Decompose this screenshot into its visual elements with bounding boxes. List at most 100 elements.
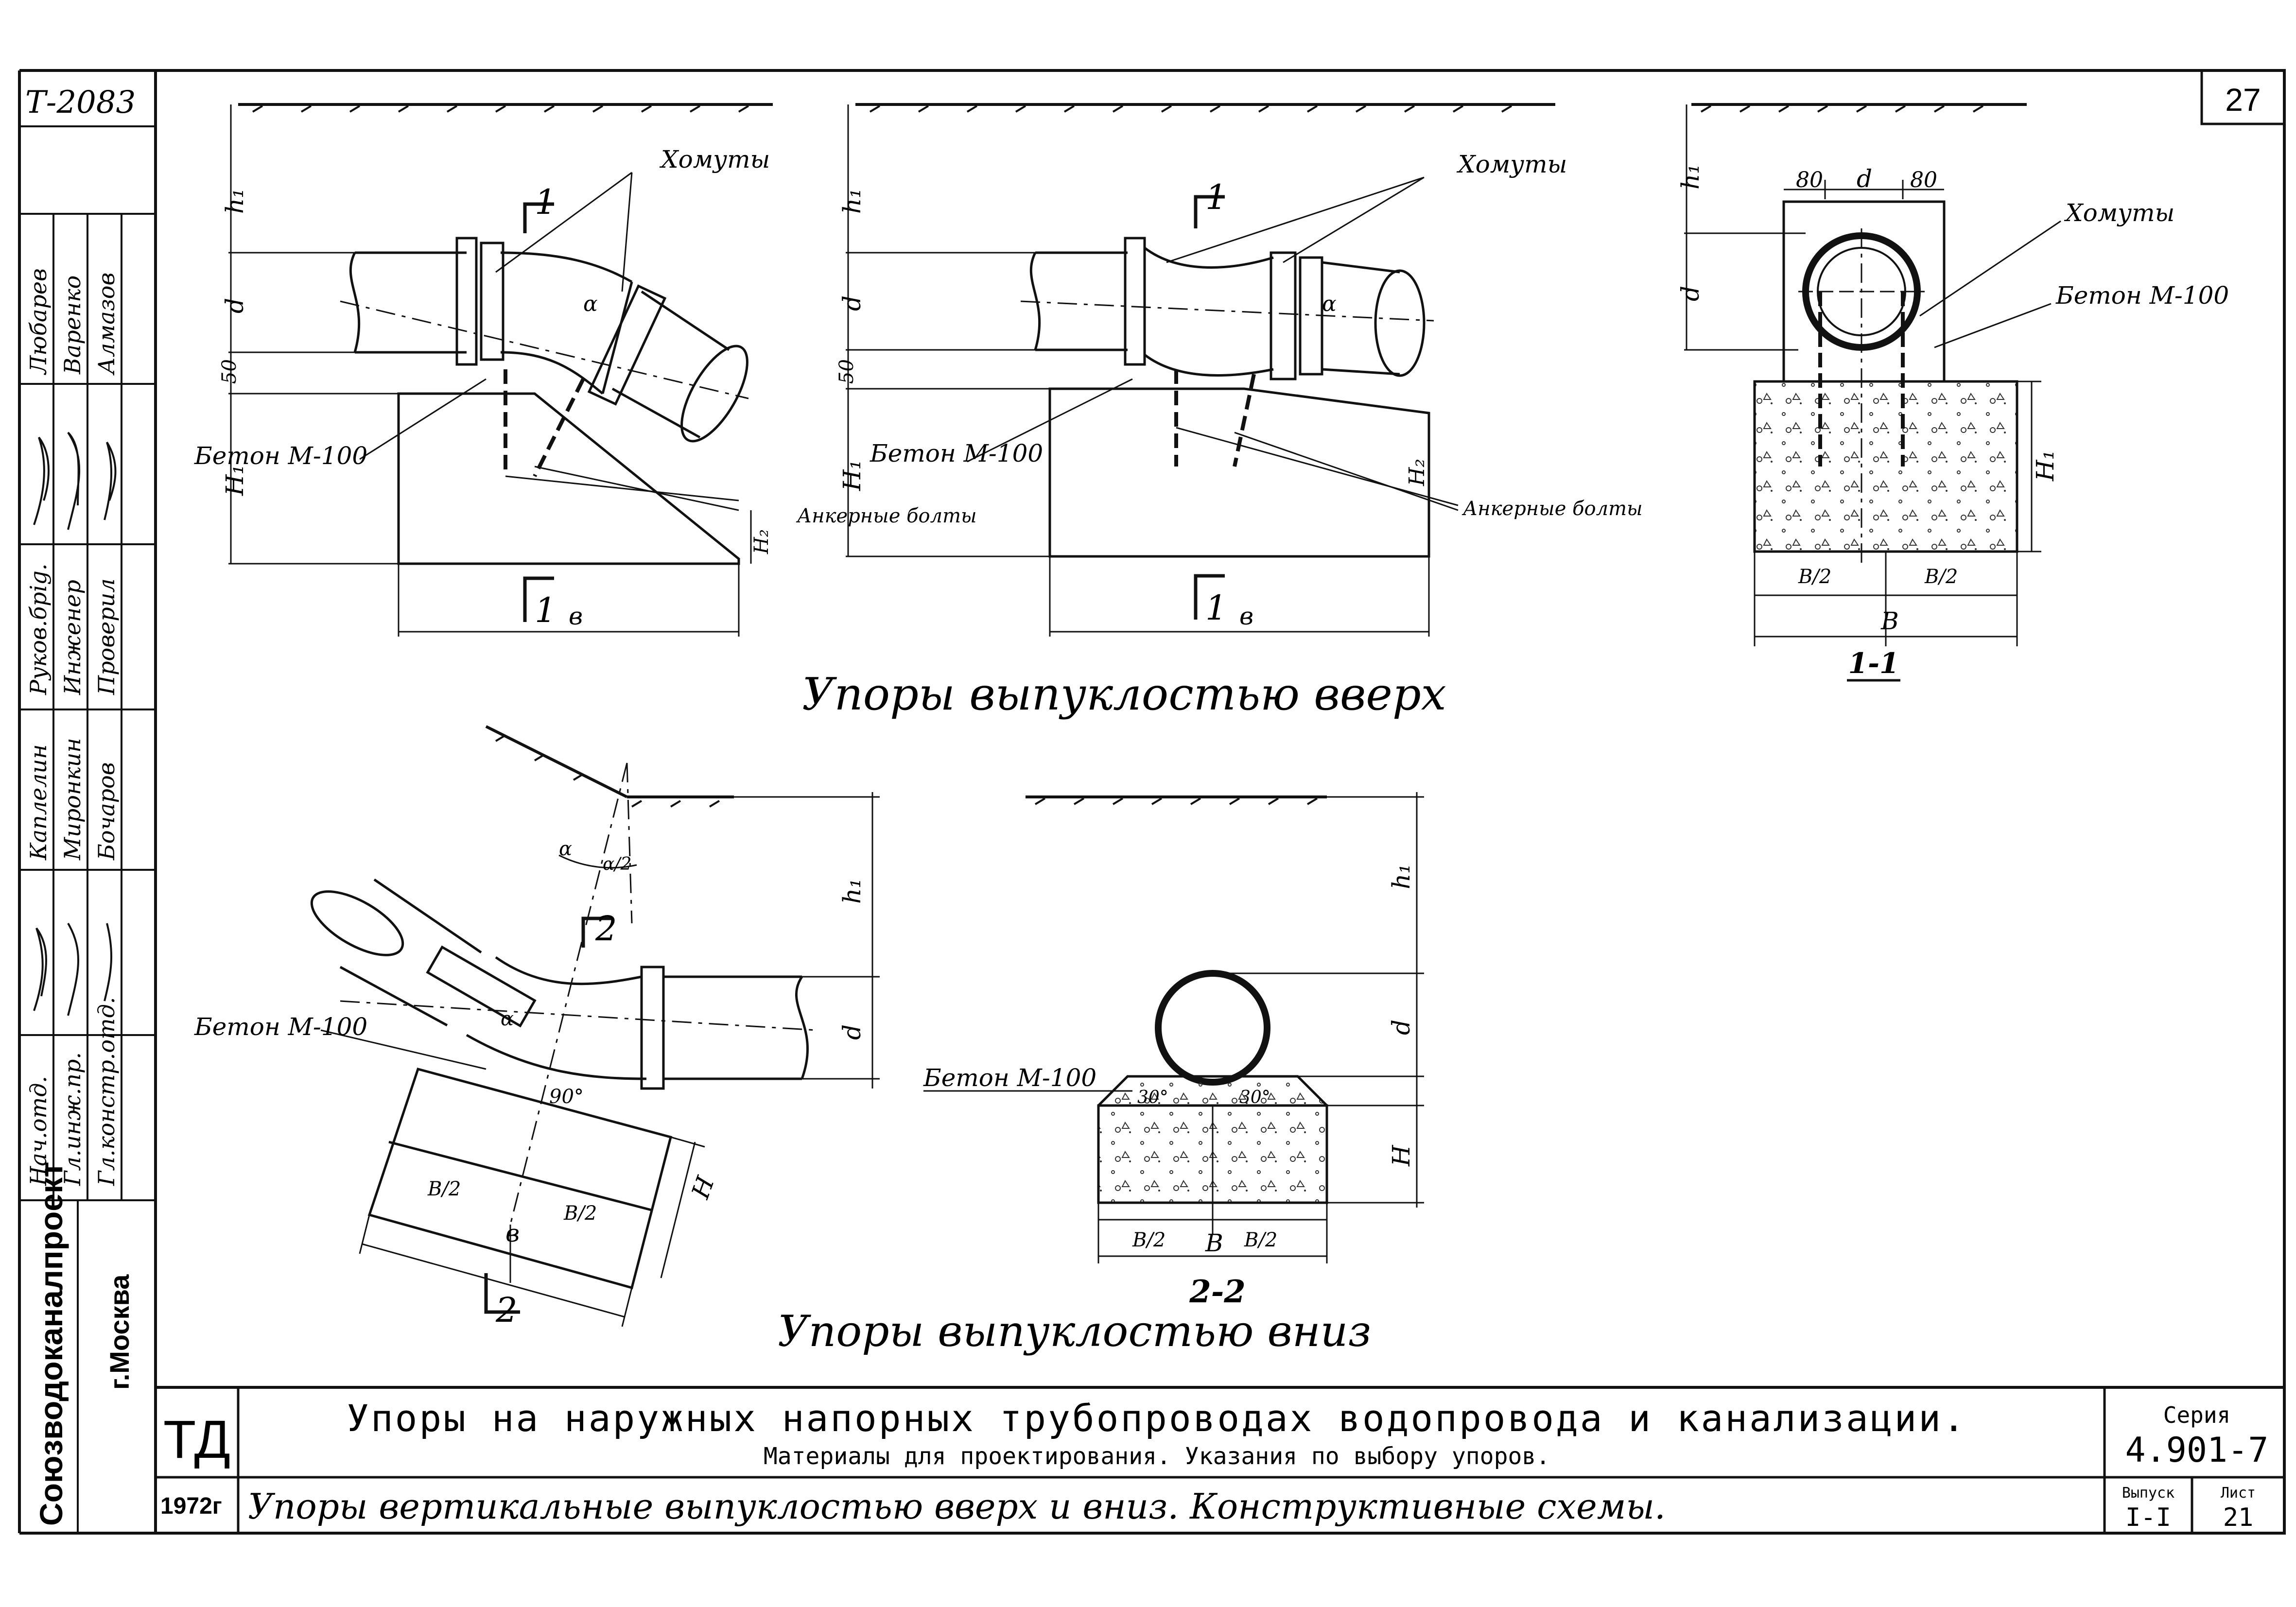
left-stamp-column [19,125,156,1533]
dim-B-2: в [1239,602,1253,630]
name-2: Миронкин [59,738,86,861]
doc-number: Т-2083 [25,85,136,121]
td-label: ТД [163,1410,230,1469]
role-1: Нач.отд. [25,1076,52,1186]
role-6: Проверил [93,578,120,695]
angle-1: α [583,292,598,316]
dim-d-4: d [838,1024,866,1040]
concrete-label-5: Бетон М-100 [923,1064,1096,1092]
dim-80-left: 80 [1796,168,1823,192]
section-2-2 [923,792,1424,1263]
dim-B-1: в [569,602,583,630]
angle-alpha-half-4: α/2 [603,854,631,874]
section-mark-2-bottom: 2 [495,1290,518,1330]
dim-80-right: 80 [1910,168,1937,192]
page-number-box [2200,69,2286,125]
page-number: 27 [2225,82,2261,118]
signatures [33,432,117,1016]
anchor-bolts-label-1: Анкерные болты [796,505,977,527]
role-4: Руков.брig. [25,564,52,696]
drawing-downward-1 [310,725,880,1327]
dim-50-2: 50 [835,359,858,384]
dim-50-1: 50 [218,359,241,384]
angle-alpha-4b: α [501,1008,514,1030]
title-line-1: Упоры на наружных напорных трубопроводах… [347,1397,1967,1440]
angle-alpha-4: α [559,838,572,860]
drawing-upward-2 [846,103,1555,637]
drawing-downward-1-text: Бетон М-100 h₁ d H в В/2 В/2 α α/2 α 90°… [194,838,866,1330]
dim-d-top: d [1857,165,1872,193]
dim-halfB-4a: В/2 [427,1178,461,1200]
dim-H-4: H [686,1172,720,1203]
section-mark-1b: 1 [535,590,557,630]
section-2-2-text: Бетон М-100 h₁ d H 30° 30° В/2 В/2 В 2-2 [923,864,1415,1310]
dim-d-2: d [838,295,866,311]
drawing-upward-1 [228,103,773,637]
name-4: Любарев [25,268,52,375]
dim-H2-1: H₂ [750,529,773,554]
angle-30-left: 30° [1137,1088,1168,1107]
dim-h1-4: h₁ [838,879,866,904]
dim-H1-3: H₁ [2031,450,2059,482]
section-1-1-text: Хомуты Бетон М-100 80 d 80 h₁ d H₁ В/2 В… [1676,164,2229,680]
angle-2: α [1322,292,1337,316]
dim-d-3: d [1676,286,1705,301]
name-5: Варенко [59,276,86,375]
sheet-frame [18,69,2286,1535]
concrete-label-3: Бетон М-100 [2055,281,2229,310]
anchor-bolts-label-2: Анкерные болты [1461,498,1643,520]
dim-h1-1: h₁ [221,189,249,214]
caption-upper-group: Упоры выпуклостью вверх [802,668,1446,720]
dim-halfB-left: В/2 [1798,566,1831,588]
drawing-upward-1-text: Хомуты Бетон М-100 Анкерные болты h₁ d 5… [194,145,977,630]
section-mark-2b: 1 [1205,588,1227,628]
dim-H2-2: H₂ [1405,459,1429,486]
angle-90-4: 90° [549,1086,584,1108]
concrete-label-4: Бетон М-100 [194,1013,367,1041]
section-mark-1a: 1 [535,182,557,222]
name-1: Каплелин [25,744,52,861]
sheet-title: Упоры вертикальные выпуклостью вверх и в… [248,1486,1666,1527]
approval-names: Каплелин Миронкин Бочаров Любарев Варенк… [25,268,120,861]
approval-roles: Нач.отд. Гл.инж.пр. Гл.констр.отд. Руков… [25,564,120,1187]
role-2: Гл.инж.пр. [59,1052,86,1186]
drawing-upward-2-text: Хомуты Бетон М-100 Анкерные болты h₁ d 5… [835,150,1643,630]
dim-halfB-4b: В/2 [563,1202,597,1225]
name-6: Алмазов [93,273,120,376]
dim-H-5: H [1387,1144,1415,1167]
clamps-label-3: Хомуты [2064,199,2174,227]
dim-halfB-5b: В/2 [1244,1229,1277,1251]
series-label: Серия [2163,1402,2230,1428]
dim-halfB-5a: В/2 [1132,1229,1165,1251]
title-line-2: Материалы для проектирования. Указания п… [764,1443,1550,1470]
issue-label: Выпуск [2122,1485,2174,1502]
role-3: Гл.констр.отд. [93,997,120,1186]
issue-value: I-I [2125,1503,2171,1532]
section-1-1 [1684,103,2061,682]
dim-h1-3: h₁ [1676,164,1705,190]
dim-d-5: d [1387,1019,1415,1035]
section-mark-2-top: 2 [595,909,617,949]
section-mark-2a: 1 [1205,177,1227,217]
list-value: 21 [2223,1503,2254,1532]
dim-H1-2: H₁ [838,460,866,491]
dim-B-3: В [1880,607,1899,635]
organization-city: г.Москва [104,1274,135,1390]
concrete-label-2: Бетон М-100 [870,439,1043,467]
angle-30-right: 30° [1239,1088,1270,1107]
section-label-1-1: 1-1 [1848,647,1899,680]
clamps-label-1: Хомуты [659,145,770,173]
list-label: Лист [2221,1485,2256,1502]
name-3: Бочаров [93,762,120,861]
role-5: Инженер [59,580,86,695]
dim-d-1: d [221,298,249,313]
clamps-label-2: Хомуты [1456,150,1567,178]
dim-h1-5: h₁ [1387,864,1415,889]
series-value: 4.901-7 [2125,1430,2268,1470]
title-block-grid [237,1387,2284,1533]
dim-B-4: в [505,1219,520,1247]
dim-halfB-right: В/2 [1924,566,1958,588]
caption-lower-group: Упоры выпуклостью вниз [778,1306,1371,1356]
dim-B-5: В [1205,1229,1223,1257]
